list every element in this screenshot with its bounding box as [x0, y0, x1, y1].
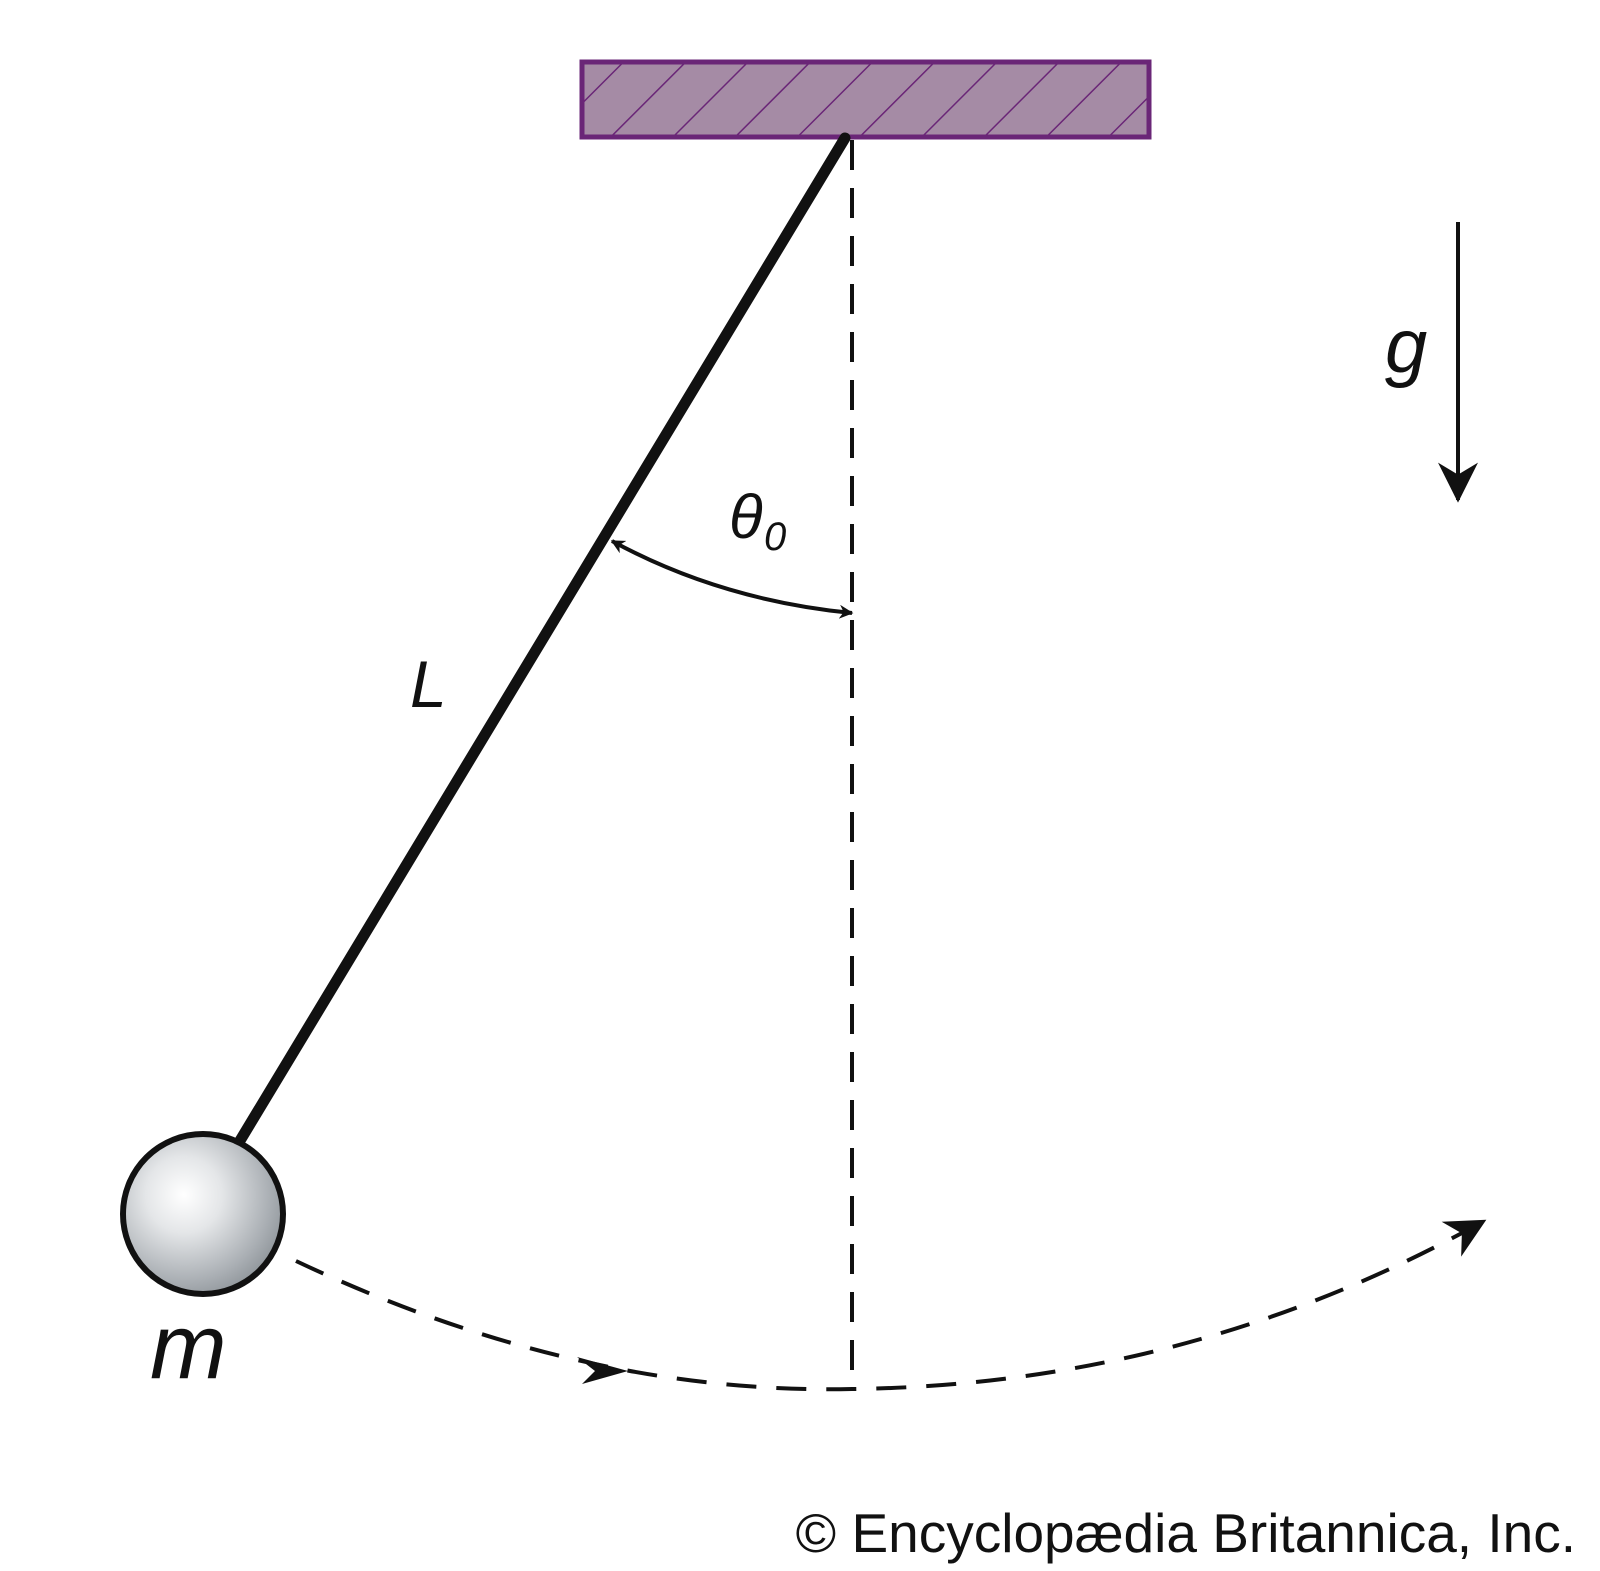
angle-symbol: θ: [729, 483, 763, 552]
mass-label: m: [150, 1296, 227, 1398]
copyright-credit: © Encyclopædia Britannica, Inc.: [796, 1502, 1576, 1564]
gravity-label: g: [1385, 304, 1427, 389]
swing-direction-arrow: [577, 1357, 628, 1384]
pendulum-rod: [232, 132, 851, 1150]
angle-subscript: 0: [764, 515, 786, 559]
length-label: L: [410, 647, 447, 721]
swing-path-arc: [295, 1219, 1487, 1392]
angle-arc: [610, 539, 854, 619]
pendulum-bob: [120, 1131, 286, 1297]
ceiling-support: [579, 59, 1152, 140]
angle-label: θ 0: [729, 483, 786, 559]
